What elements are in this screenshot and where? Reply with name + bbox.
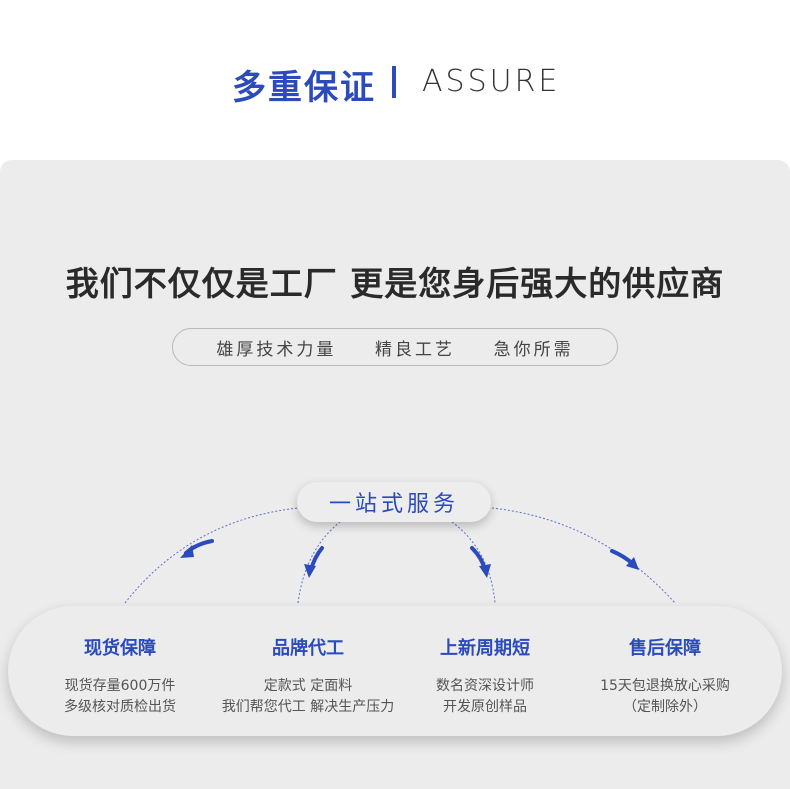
service-title: 上新周期短 (440, 638, 530, 659)
service-item: 品牌代工 定款式 定面料 我们帮您代工 解决生产压力 (208, 634, 408, 718)
assurance-panel: 我们不仅仅是工厂 更是您身后强大的供应商 雄厚技术力量 精良工艺 急你所需 (0, 160, 790, 789)
service-desc-line: 多级核对质检出货 (64, 699, 176, 715)
arc-left (124, 507, 299, 604)
section-title-en: ASSURE (422, 64, 561, 99)
section-header: 多重保证 ASSURE (0, 0, 790, 160)
service-item: 现货保障 现货存量600万件 多级核对质检出货 (20, 634, 220, 718)
headline: 我们不仅仅是工厂 更是您身后强大的供应商 (65, 264, 725, 303)
service-title: 售后保障 (629, 638, 701, 659)
title-divider (392, 66, 396, 98)
service-desc-line: 定款式 定面料 (263, 678, 353, 694)
arc-right (491, 507, 676, 604)
feature-tags: 雄厚技术力量 精良工艺 急你所需 (172, 328, 618, 366)
service-desc-line: （定制除外） (623, 699, 707, 715)
service-desc-line: 15天包退换放心采购 (600, 678, 730, 694)
service-desc-line: 数名资深设计师 (436, 678, 534, 694)
service-desc-line: 开发原创样品 (443, 699, 527, 715)
feature-tag: 急你所需 (493, 339, 574, 360)
service-item: 上新周期短 数名资深设计师 开发原创样品 (385, 634, 585, 718)
section-title-cn: 多重保证 (232, 68, 376, 108)
arrow-icon (304, 546, 324, 578)
arc-inner-left (297, 521, 341, 604)
feature-tag: 雄厚技术力量 (216, 339, 337, 360)
service-item: 售后保障 15天包退换放心采购 （定制除外） (565, 634, 765, 718)
arrow-icon (470, 546, 491, 578)
service-desc-line: 我们帮您代工 解决生产压力 (221, 699, 395, 715)
service-title: 品牌代工 (272, 638, 344, 659)
connector-arcs (124, 507, 676, 604)
one-stop-service-badge: 一站式服务 (297, 482, 491, 522)
arrow-icon (610, 549, 639, 570)
services-band (8, 606, 782, 736)
service-title: 现货保障 (84, 638, 156, 659)
arrow-icon (180, 539, 214, 558)
service-desc-line: 现货存量600万件 (64, 678, 176, 694)
arc-inner-right (451, 521, 496, 604)
feature-tag: 精良工艺 (374, 339, 455, 360)
